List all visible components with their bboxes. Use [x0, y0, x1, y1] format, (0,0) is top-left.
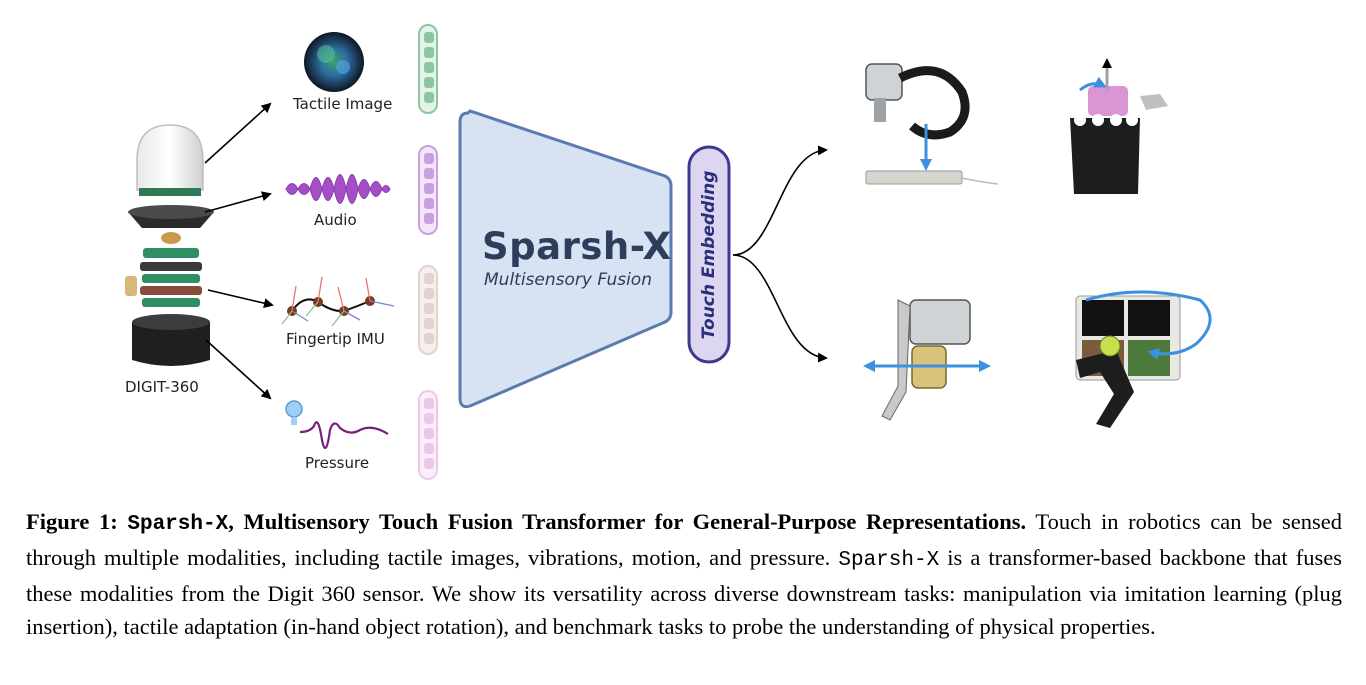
- sparsh-x-encoder-block: [458, 109, 673, 409]
- token: [424, 153, 434, 164]
- token: [424, 92, 434, 103]
- token: [424, 398, 434, 409]
- token: [424, 32, 434, 43]
- token: [424, 318, 434, 329]
- caption-model-name-2: Sparsh-X: [838, 549, 940, 572]
- audio-waveform-icon: [285, 174, 391, 204]
- pressure-icon: [285, 400, 389, 450]
- in-hand-rotation-illustration: [1070, 58, 1168, 194]
- token: [424, 77, 434, 88]
- encoder-subtitle: Multisensory Fusion: [484, 270, 652, 290]
- tactile-token-column: [418, 24, 438, 114]
- token: [424, 213, 434, 224]
- sensor-label: DIGIT-360: [125, 378, 199, 396]
- caption-sentence-2: is a transformer-based backbone that fus…: [26, 545, 1342, 639]
- token: [424, 183, 434, 194]
- token: [424, 47, 434, 58]
- token: [424, 428, 434, 439]
- touch-embedding-block: [687, 145, 731, 364]
- digit-360-sensor-illustration: [125, 124, 214, 366]
- imu-icon: [281, 276, 395, 327]
- figure-1: DIGIT-360 Tactile Image Audio Fingertip …: [125, 14, 1241, 498]
- token: [424, 458, 434, 469]
- figure-drawing: [125, 32, 1212, 450]
- pressure-token-column: [418, 390, 438, 480]
- encoder-title: Sparsh-X: [482, 225, 672, 268]
- audio-token-column: [418, 145, 438, 235]
- modality-label-tactile: Tactile Image: [293, 95, 393, 113]
- caption-title: , Multisensory Touch Fusion Transformer …: [228, 509, 1027, 534]
- caption-figure-label: Figure 1:: [26, 509, 118, 534]
- action-object-illustration: [1075, 290, 1212, 428]
- token: [424, 273, 434, 284]
- token: [424, 443, 434, 454]
- modality-label-pressure: Pressure: [305, 454, 370, 472]
- tactile-image-icon: [304, 32, 364, 92]
- caption-model-name: Sparsh-X: [127, 513, 229, 536]
- plug-insertion-illustration: [865, 63, 999, 185]
- token: [424, 168, 434, 179]
- token: [424, 333, 434, 344]
- imu-token-column: [418, 265, 438, 355]
- token: [424, 198, 434, 209]
- figure-caption: Figure 1: Sparsh-X, Multisensory Touch F…: [26, 505, 1342, 643]
- token: [424, 303, 434, 314]
- token: [424, 288, 434, 299]
- material-quantity-illustration: [863, 299, 991, 421]
- embedding-label: Touch Embedding: [699, 170, 719, 340]
- token: [424, 62, 434, 73]
- modality-label-imu: Fingertip IMU: [286, 330, 385, 348]
- modality-label-audio: Audio: [314, 211, 357, 229]
- token: [424, 413, 434, 424]
- caption-sentence-1: Touch in robotics can be sensed through …: [26, 509, 1343, 570]
